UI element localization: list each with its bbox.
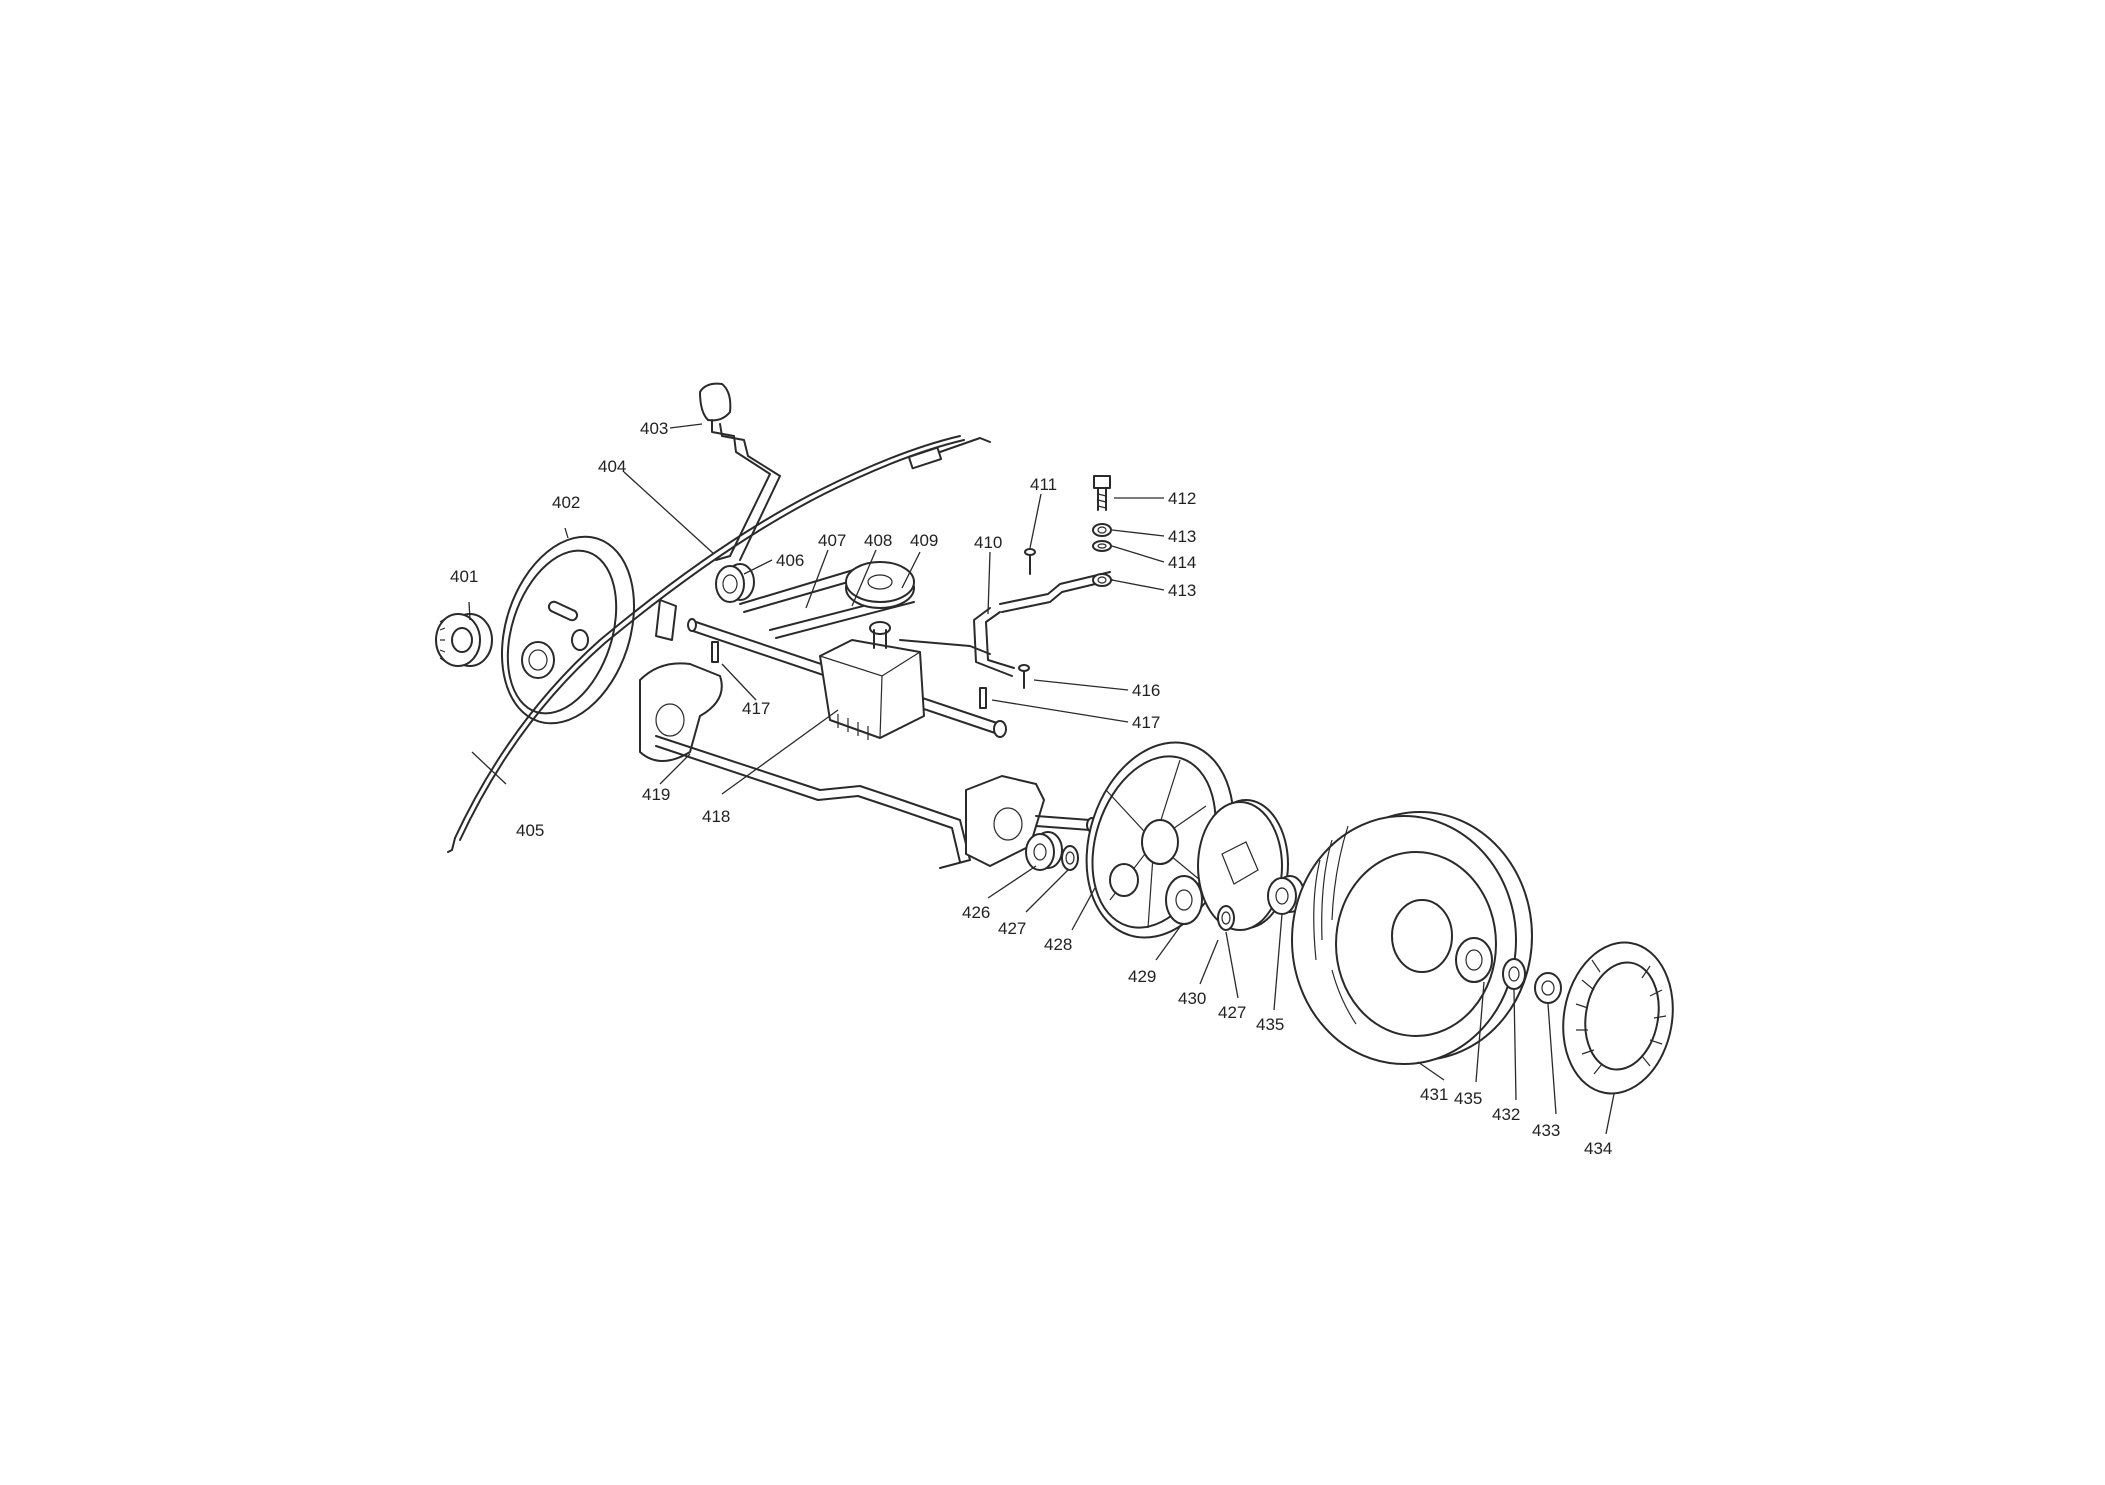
part-416-screw [1018,664,1030,689]
callout-433[interactable]: 433 [1532,1121,1560,1140]
callout-label: 427 [1218,1003,1246,1022]
part-413-nut-a [1092,523,1112,537]
callout-411[interactable]: 411 [1030,475,1057,494]
part-430-gear [1197,799,1289,931]
part-409-pulley [845,561,915,609]
callout-417-a[interactable]: 417 [742,699,770,718]
callout-label: 402 [552,493,580,512]
callout-413-b[interactable]: 413 [1168,581,1196,600]
part-406-bushing [715,563,755,603]
callout-428[interactable]: 428 [1044,935,1072,954]
part-411-screw [1024,548,1036,575]
callout-label: 403 [640,419,668,438]
callout-label: 413 [1168,527,1196,546]
callout-label: 435 [1256,1015,1284,1034]
part-433-nut [1534,972,1562,1004]
callout-427-a[interactable]: 427 [998,919,1026,938]
callout-413-a[interactable]: 413 [1168,527,1196,546]
part-413-nut-b [1092,573,1112,587]
callout-label: 412 [1168,489,1196,508]
part-432-washer [1502,958,1526,990]
part-418-gearbox [687,618,1007,740]
callout-427-b[interactable]: 427 [1218,1003,1246,1022]
callout-435-a[interactable]: 435 [1256,1015,1284,1034]
callout-412[interactable]: 412 [1168,489,1196,508]
part-434-hub-cap [1562,941,1674,1095]
callout-434[interactable]: 434 [1584,1139,1612,1158]
part-427-washer-a [1061,845,1079,871]
part-412-bolt [1093,475,1111,511]
callout-label: 432 [1492,1105,1520,1124]
callout-417-b[interactable]: 417 [1132,713,1160,732]
part-rear-plate [965,775,1098,867]
callout-label: 426 [962,903,990,922]
callout-435-b[interactable]: 435 [1454,1089,1482,1108]
leader-lines [468,423,1615,1135]
part-419-rod [655,735,971,869]
callout-label: 417 [1132,713,1160,732]
callout-403[interactable]: 403 [640,419,668,438]
callout-416[interactable]: 416 [1132,681,1160,700]
callout-432[interactable]: 432 [1492,1105,1520,1124]
callout-429[interactable]: 429 [1128,967,1156,986]
callout-label: 434 [1584,1139,1612,1158]
callout-404[interactable]: 404 [598,457,626,476]
callout-430[interactable]: 430 [1178,989,1206,1008]
callout-402[interactable]: 402 [552,493,580,512]
callout-label: 409 [910,531,938,550]
part-427-washer-b [1217,905,1235,931]
callout-410[interactable]: 410 [974,533,1002,552]
callout-label: 430 [1178,989,1206,1008]
callout-407[interactable]: 407 [818,531,846,550]
callout-label: 413 [1168,581,1196,600]
callout-label: 416 [1132,681,1160,700]
callout-label: 406 [776,551,804,570]
callout-405[interactable]: 405 [516,821,544,840]
part-419-side-plate [639,599,723,762]
part-417-pin-b [979,687,987,709]
callout-418[interactable]: 418 [702,807,730,826]
callout-419[interactable]: 419 [642,785,670,804]
part-429-pinion [1165,875,1203,925]
part-410-bracket [973,571,1113,677]
callout-409[interactable]: 409 [910,531,938,550]
callout-label: 429 [1128,967,1156,986]
callout-label: 404 [598,457,626,476]
callout-label: 414 [1168,553,1196,572]
callout-label: 431 [1420,1085,1448,1104]
part-405-cable [447,435,991,853]
callout-label: 411 [1030,475,1057,494]
part-417-pin-a [711,641,719,663]
callout-label: 433 [1532,1121,1560,1140]
callout-label: 405 [516,821,544,840]
callout-426[interactable]: 426 [962,903,990,922]
callout-401[interactable]: 401 [450,567,478,586]
callout-label: 428 [1044,935,1072,954]
callout-408[interactable]: 408 [864,531,892,550]
callout-label: 419 [642,785,670,804]
callout-label: 427 [998,919,1026,938]
part-402-cover-disc [500,535,636,725]
callout-431[interactable]: 431 [1420,1085,1448,1104]
part-401-pinion [435,613,493,667]
part-403-lever [699,382,781,561]
callout-label: 435 [1454,1089,1482,1108]
callout-label: 418 [702,807,730,826]
part-431-wheel [1291,811,1533,1065]
callout-414[interactable]: 414 [1168,553,1196,572]
callout-label: 407 [818,531,846,550]
callout-label: 417 [742,699,770,718]
callout-label: 401 [450,567,478,586]
part-426-bushing [1025,831,1063,871]
callout-406[interactable]: 406 [776,551,804,570]
part-414-washer [1092,540,1112,552]
callout-label: 410 [974,533,1002,552]
callout-label: 408 [864,531,892,550]
